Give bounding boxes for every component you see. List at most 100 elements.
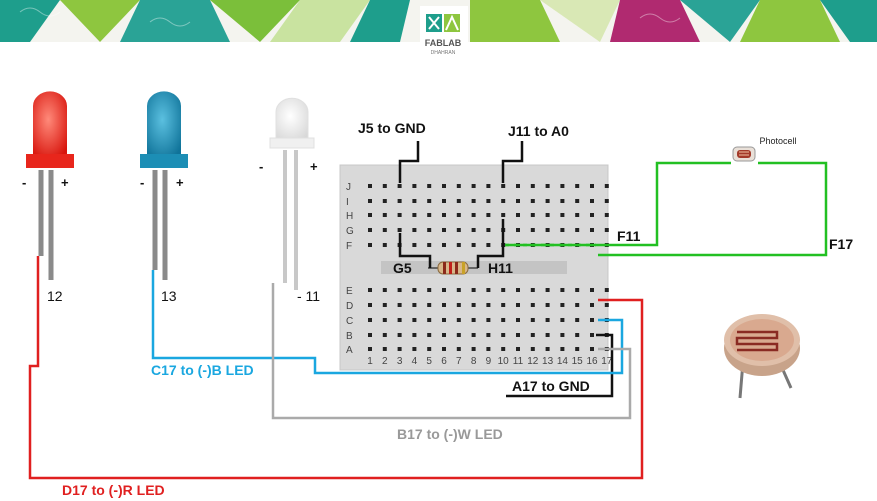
- red-led: - + 12: [22, 91, 74, 304]
- row-letter: J: [346, 182, 351, 193]
- photocell-label: Photocell: [759, 136, 796, 146]
- breadboard-hole: [442, 303, 446, 307]
- breadboard-hole: [456, 303, 461, 307]
- breadboard-hole: [442, 318, 446, 322]
- breadboard-hole: [368, 318, 372, 322]
- breadboard-hole: [545, 303, 550, 307]
- breadboard-hole: [368, 213, 372, 217]
- breadboard-hole: [545, 333, 550, 337]
- label-j11-a0: J11 to A0: [508, 123, 569, 139]
- breadboard-hole: [590, 318, 594, 322]
- breadboard-hole: [575, 303, 580, 307]
- breadboard-hole: [412, 347, 417, 351]
- breadboard-hole: [368, 199, 372, 203]
- breadboard-hole: [382, 303, 387, 307]
- breadboard-hole: [412, 288, 417, 292]
- breadboard-hole: [560, 184, 565, 188]
- breadboard-hole: [442, 333, 446, 337]
- breadboard-hole: [575, 347, 580, 351]
- label-g5: G5: [393, 260, 412, 276]
- breadboard-hole: [368, 333, 372, 337]
- breadboard-hole: [590, 228, 594, 232]
- breadboard-hole: [486, 303, 491, 307]
- breadboard-hole: [560, 213, 565, 217]
- breadboard-hole: [575, 199, 580, 203]
- breadboard-hole: [590, 288, 594, 292]
- breadboard-hole: [368, 243, 372, 247]
- row-letter: D: [346, 301, 353, 312]
- column-number: 17: [601, 356, 613, 367]
- breadboard-hole: [530, 318, 535, 322]
- breadboard-hole: [501, 333, 506, 337]
- blue-led-pin: 13: [161, 288, 177, 304]
- breadboard-hole: [486, 333, 491, 337]
- breadboard-hole: [427, 303, 432, 307]
- breadboard-hole: [501, 213, 506, 217]
- photocell-image: [724, 314, 800, 399]
- breadboard-hole: [516, 184, 520, 188]
- breadboard-hole: [516, 347, 520, 351]
- column-number: 7: [456, 356, 462, 367]
- breadboard-hole: [442, 184, 446, 188]
- breadboard-hole: [456, 333, 461, 337]
- breadboard-hole: [516, 213, 520, 217]
- breadboard-hole: [382, 318, 387, 322]
- breadboard-hole: [486, 347, 491, 351]
- column-number: 12: [527, 356, 539, 367]
- breadboard-hole: [471, 199, 476, 203]
- breadboard-hole: [456, 184, 461, 188]
- breadboard-hole: [545, 347, 550, 351]
- breadboard-hole: [471, 213, 476, 217]
- breadboard-hole: [442, 347, 446, 351]
- wire-b17-white: [271, 283, 632, 420]
- breadboard-hole: [456, 243, 461, 247]
- breadboard-hole: [604, 228, 609, 232]
- red-led-minus: -: [22, 175, 26, 190]
- breadboard-hole: [382, 243, 387, 247]
- breadboard-hole: [456, 228, 461, 232]
- column-number: 4: [412, 356, 418, 367]
- breadboard-hole: [427, 228, 432, 232]
- breadboard-hole: [545, 288, 550, 292]
- breadboard-hole: [590, 347, 594, 351]
- label-d17-red: D17 to (-)R LED: [62, 482, 165, 498]
- breadboard-hole: [412, 333, 417, 337]
- breadboard-hole: [560, 318, 565, 322]
- breadboard-hole: [604, 199, 609, 203]
- breadboard-hole: [530, 347, 535, 351]
- resistor: [428, 261, 478, 275]
- breadboard-hole: [590, 213, 594, 217]
- breadboard-hole: [442, 288, 446, 292]
- breadboard-hole: [456, 288, 461, 292]
- breadboard-hole: [560, 333, 565, 337]
- breadboard-hole: [486, 199, 491, 203]
- breadboard-hole: [368, 228, 372, 232]
- blue-led-minus: -: [140, 175, 144, 190]
- breadboard-hole: [442, 228, 446, 232]
- breadboard-hole: [545, 228, 550, 232]
- breadboard-hole: [412, 228, 417, 232]
- wire-f17-photocell: [598, 161, 828, 257]
- breadboard-hole: [471, 347, 476, 351]
- row-letter: F: [346, 241, 352, 252]
- breadboard-hole: [412, 184, 417, 188]
- white-led-plus: +: [310, 159, 318, 174]
- breadboard-hole: [471, 333, 476, 337]
- breadboard-hole: [471, 303, 476, 307]
- breadboard-hole: [575, 228, 580, 232]
- breadboard-hole: [427, 347, 432, 351]
- wire-c17-blue: [151, 270, 624, 375]
- breadboard-hole: [545, 318, 550, 322]
- breadboard-hole: [456, 213, 461, 217]
- breadboard-hole: [486, 243, 491, 247]
- breadboard-hole: [560, 228, 565, 232]
- breadboard-hole: [427, 333, 432, 337]
- breadboard-hole: [412, 199, 417, 203]
- breadboard-hole: [575, 213, 580, 217]
- breadboard-hole: [397, 184, 402, 188]
- column-number: 6: [441, 356, 447, 367]
- red-led-pin: 12: [47, 288, 63, 304]
- column-number: 13: [542, 356, 554, 367]
- breadboard-hole: [530, 213, 535, 217]
- breadboard-hole: [501, 199, 506, 203]
